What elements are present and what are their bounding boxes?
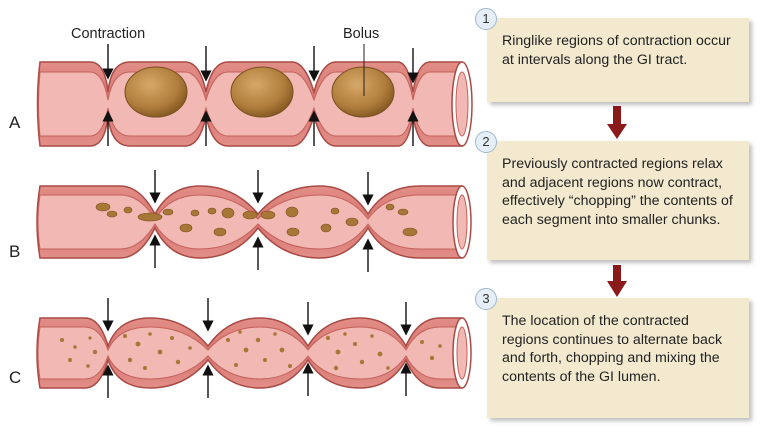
contraction-arrows-a: [102, 44, 419, 146]
contraction-arrows-c: [102, 298, 412, 398]
chunks-b: [95, 202, 418, 237]
step-text: The location of the contracted regions c…: [502, 313, 723, 385]
particles-c: [60, 330, 442, 371]
step-box-1: Ringlike regions of contraction occur at…: [487, 18, 749, 102]
bolus: [230, 66, 294, 118]
bolus-group-a: [124, 66, 395, 118]
step-arrow-2-3: [607, 265, 627, 297]
contraction-callout: Contraction: [71, 26, 146, 42]
step-box-3: The location of the contracted regions c…: [487, 298, 749, 418]
step-arrow-1-2: [607, 106, 627, 139]
step-number-2: 2: [475, 131, 497, 153]
step-number-3: 3: [475, 288, 497, 310]
row-label-b: B: [9, 242, 21, 261]
tube-c: [36, 317, 472, 389]
bolus: [331, 66, 395, 118]
contraction-arrows-b: [149, 170, 374, 272]
step-text: Previously contracted regions relax and …: [502, 156, 733, 228]
tube-b: [36, 185, 472, 259]
row-label-c: C: [9, 368, 22, 387]
bolus-callout: Bolus: [343, 26, 380, 42]
step-text: Ringlike regions of contraction occur at…: [502, 33, 731, 68]
step-number-1: 1: [475, 8, 497, 30]
step-box-2: Previously contracted regions relax and …: [487, 141, 749, 260]
row-label-a: A: [9, 113, 21, 132]
bolus: [124, 66, 188, 118]
